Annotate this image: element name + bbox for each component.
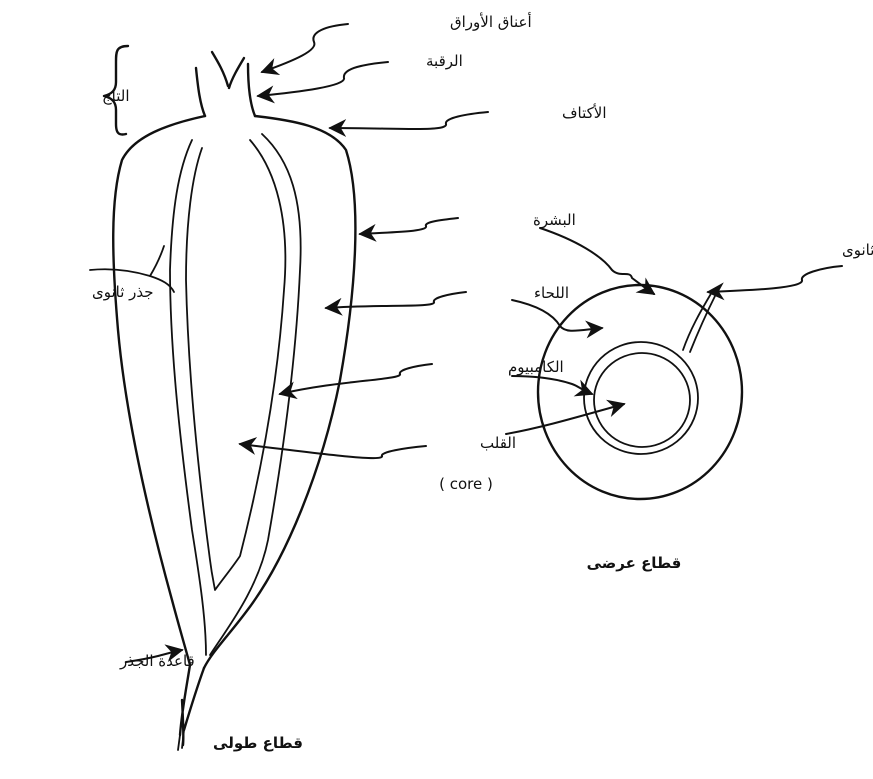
cross-section-outer-ring	[536, 283, 744, 501]
arrow-cambium-right	[511, 375, 594, 397]
cross-section-cambium-ring	[583, 341, 699, 455]
neck-shape	[194, 62, 257, 118]
label-core-english: ( core )	[439, 475, 493, 493]
arrow-root-base	[125, 644, 184, 663]
label-crown: التاج	[102, 87, 130, 106]
arrow-epidermis-left	[358, 217, 459, 242]
arrow-cortex-left	[324, 291, 467, 316]
arrow-neck	[256, 61, 389, 104]
label-secondary-root-right: جذر ثانوى	[842, 241, 873, 259]
core-shape	[185, 139, 287, 591]
root-tip-shape	[177, 729, 185, 751]
arrow-shoulders	[328, 111, 489, 138]
label-neck: الرقبة	[426, 52, 463, 70]
label-core-arabic: القلب	[480, 434, 516, 452]
label-longitudinal-section: قطاع طولى	[213, 734, 303, 752]
longitudinal-section-drawing	[89, 50, 357, 751]
label-cambium: الكامبيوم	[508, 358, 564, 376]
arrow-epidermis-right	[539, 227, 656, 295]
arrow-cortex-right	[511, 299, 604, 339]
arrow-core-left	[238, 437, 427, 460]
labels: أعناق الأوراق الرقبة التاج الأكتاف البشر…	[92, 12, 873, 752]
arrow-secondary-root-right	[706, 265, 843, 301]
label-leaf-necks: أعناق الأوراق	[450, 12, 532, 31]
arrow-core-right	[505, 399, 626, 435]
arrow-leaf-necks	[260, 23, 349, 76]
leaf-stalks-shape	[210, 50, 246, 90]
label-cortex: اللحاء	[534, 284, 569, 302]
cross-section-drawing	[536, 283, 744, 501]
cambium-line-left	[169, 139, 207, 656]
label-root-base: قاعدة الجذر	[119, 652, 195, 670]
label-secondary-root-left: جذر ثانوى	[92, 283, 154, 301]
label-cross-section: قطاع عرضى	[587, 554, 682, 572]
secondary-root-left-branch	[149, 245, 165, 277]
cambium-line-right	[209, 133, 302, 656]
arrow-cambium-left	[278, 363, 433, 400]
label-epidermis: البشرة	[533, 211, 576, 229]
cross-section-core-ring	[593, 352, 691, 448]
cross-section-secondary-root	[682, 291, 717, 353]
outer-epidermis-outline	[112, 114, 357, 670]
pointer-arrows	[125, 23, 843, 663]
label-shoulders: الأكتاف	[562, 103, 607, 122]
crown-brace	[102, 44, 130, 136]
